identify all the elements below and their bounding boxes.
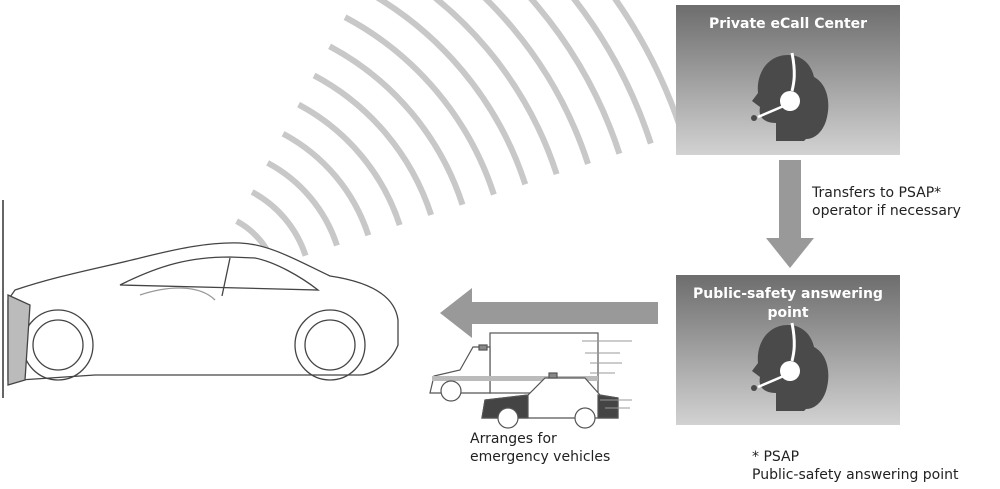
signal-wave-arc xyxy=(612,0,686,135)
transfer-note-line2: operator if necessary xyxy=(812,203,961,219)
transfer-note: Transfers to PSAP* operator if necessary xyxy=(812,184,961,220)
signal-wave-arc xyxy=(328,43,466,206)
psap-title-line1: Public-safety answering xyxy=(693,286,883,302)
operator-headset-icon xyxy=(751,52,829,141)
crashed-car xyxy=(7,242,399,386)
psap-title: Public-safety answering point xyxy=(676,285,900,323)
left-arrow xyxy=(440,288,658,338)
signal-wave-arc xyxy=(281,131,372,237)
signal-wave-arc xyxy=(250,189,309,257)
vehicles-note-line1: Arranges for xyxy=(470,431,557,447)
footnote-line2: Public-safety answering point xyxy=(752,467,959,483)
police-car-icon xyxy=(481,372,619,429)
operator-headset-icon xyxy=(751,322,829,411)
psap-box: Public-safety answering point xyxy=(676,275,900,425)
signal-wave-arc xyxy=(266,160,340,247)
signal-wave-arc xyxy=(528,0,623,155)
signal-wave-arc xyxy=(297,101,403,227)
footnote: * PSAP Public-safety answering point xyxy=(752,448,959,484)
signal-waves xyxy=(219,0,686,278)
speed-lines xyxy=(582,340,632,409)
psap-title-line2: point xyxy=(767,305,809,321)
signal-wave-arc xyxy=(375,0,529,186)
vehicles-note-line2: emergency vehicles xyxy=(470,449,611,465)
down-arrow xyxy=(766,160,814,268)
signal-wave-arc xyxy=(571,0,654,145)
transfer-note-line1: Transfers to PSAP* xyxy=(812,185,942,201)
ambulance-icon xyxy=(429,332,599,402)
signal-wave-arc xyxy=(482,0,591,165)
private-ecall-center-box: Private eCall Center xyxy=(676,5,900,155)
vehicles-note: Arranges for emergency vehicles xyxy=(470,430,610,466)
signal-wave-arc xyxy=(432,0,560,176)
footnote-line1: * PSAP xyxy=(752,449,800,465)
signal-wave-arc xyxy=(343,14,497,196)
ecall-center-title: Private eCall Center xyxy=(708,16,868,32)
signal-wave-arc xyxy=(312,72,434,216)
